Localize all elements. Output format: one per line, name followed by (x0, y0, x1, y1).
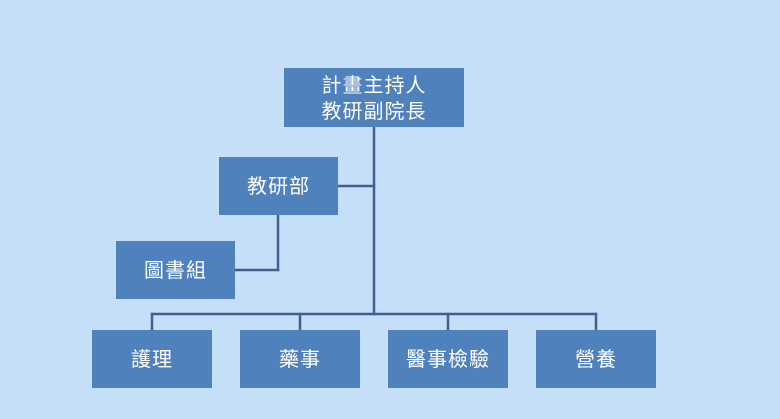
node-branch-label: 醫事檢驗 (406, 347, 490, 371)
node-branch-nursing: 護理 (92, 330, 212, 388)
node-department-label: 教研部 (247, 174, 310, 198)
node-root-line1: 計畫主持人 (321, 72, 427, 97)
node-department: 教研部 (219, 157, 338, 215)
node-library-group: 圖書組 (116, 241, 235, 299)
node-root-line2: 教研副院長 (321, 98, 427, 123)
node-branch-label: 護理 (131, 347, 173, 371)
node-library-group-label: 圖書組 (144, 258, 207, 282)
node-branch-pharmacy: 藥事 (240, 330, 360, 388)
node-branch-label: 營養 (575, 347, 617, 371)
node-branch-label: 藥事 (279, 347, 321, 371)
node-branch-nutrition: 營養 (536, 330, 656, 388)
node-branch-medical-lab: 醫事檢驗 (388, 330, 508, 388)
node-principal-investigator: 計畫主持人 教研副院長 (284, 68, 464, 127)
